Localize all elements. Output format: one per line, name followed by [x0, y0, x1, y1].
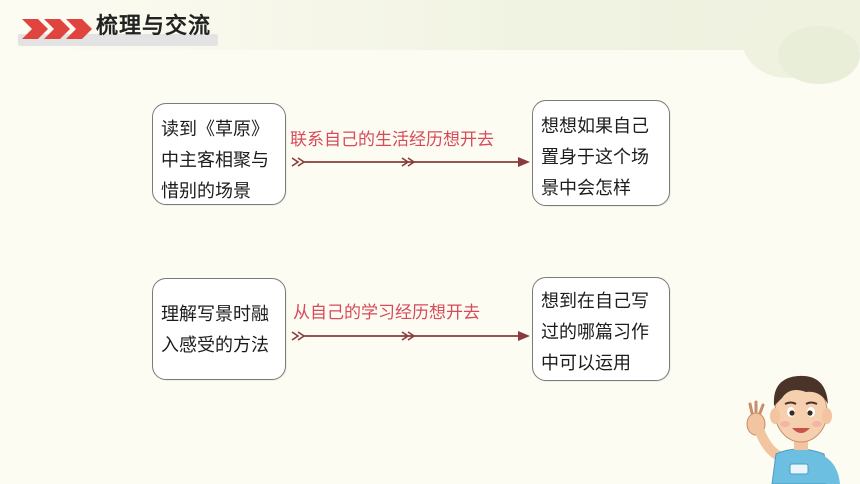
box-text-line: 理解写景时融: [161, 304, 269, 325]
corner-decoration: [778, 26, 860, 84]
page-title: 梳理与交流: [96, 14, 212, 39]
flow-1-connector-label: 联系自己的生活经历想开去: [290, 130, 494, 150]
chevron-right-icon: [22, 19, 92, 39]
flow-2-target-box: 想到在自己写 过的哪篇习作 中可以运用: [532, 277, 670, 381]
box-text-line: 置身于这个场: [541, 147, 649, 168]
flow-2-arrow: [291, 331, 530, 341]
flow-1-source-box: 读到《草原》 中主客相聚与 惜别的场景: [152, 103, 286, 205]
box-text-line: 过的哪篇习作: [541, 322, 649, 343]
flow-2-source-box: 理解写景时融 入感受的方法: [152, 278, 286, 380]
box-text-line: 想到在自己写: [541, 291, 649, 312]
box-text-line: 景中会怎样: [541, 178, 631, 199]
box-text-line: 想想如果自己: [541, 116, 649, 137]
box-text-line: 入感受的方法: [161, 335, 269, 356]
box-text-line: 惜别的场景: [161, 181, 251, 202]
box-text-line: 读到《草原》: [161, 119, 269, 140]
waving-boy-illustration: [746, 375, 840, 484]
box-text-line: 中主客相聚与: [161, 150, 269, 171]
flow-1-target-box: 想想如果自己 置身于这个场 景中会怎样: [532, 100, 670, 206]
flow-2-connector-label: 从自己的学习经历想开去: [293, 303, 480, 323]
flow-1-arrow: [291, 157, 530, 167]
box-text-line: 中可以运用: [541, 353, 631, 374]
